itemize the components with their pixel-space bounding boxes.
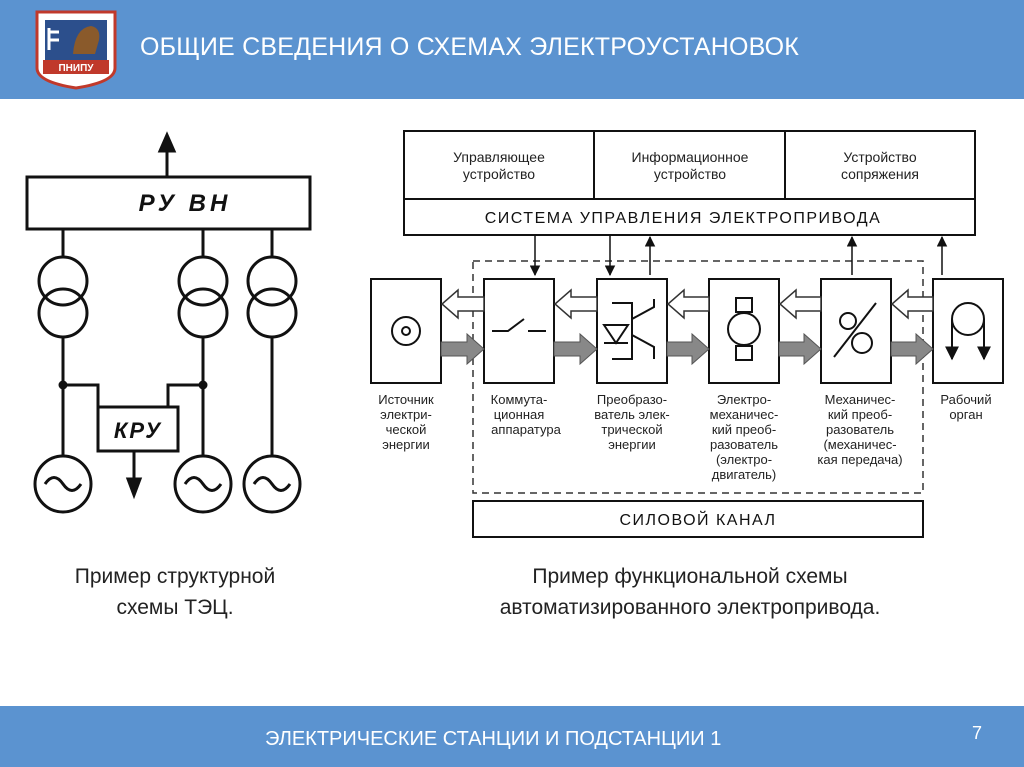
logo-text: ПНИПУ (58, 63, 94, 74)
converter-label-4: энергии (608, 437, 656, 452)
page-title: ОБЩИЕ СВЕДЕНИЯ О СХЕМАХ ЭЛЕКТРОУСТАНОВОК (140, 33, 800, 61)
kru-output-arrow-icon (125, 477, 143, 500)
converter-label-3: трической (601, 422, 662, 437)
footer-title: ЭЛЕКТРИЧЕСКИЕ СТАНЦИИ И ПОДСТАНЦИИ 1 (265, 728, 722, 750)
mechanical-label-5: кая передача) (817, 452, 902, 467)
converter-label-2: ватель элек- (594, 407, 669, 422)
transformer-icon (246, 255, 298, 307)
switch-contact-icon (492, 318, 546, 332)
page-number: 7 (972, 723, 983, 743)
electromech-label-1: Электро- (717, 392, 771, 407)
outgoing-arrow-icon (157, 131, 177, 153)
converter-label-1: Преобразо- (597, 392, 667, 407)
header-bar: ПНИПУ ОБЩИЕ СВЕДЕНИЯ О СХЕМАХ ЭЛЕКТРОУСТ… (0, 0, 1024, 99)
generator-icon (33, 454, 93, 514)
control-system-label: СИСТЕМА УПРАВЛЕНИЯ ЭЛЕКТРОПРИВОДА (485, 210, 882, 227)
bus-label: РУ ВН (139, 190, 232, 217)
right-caption: Пример функциональной схемы автоматизиро… (420, 561, 960, 623)
electromech-label-6: двигатель) (712, 467, 776, 482)
working-label-1: Рабочий (940, 392, 991, 407)
source-label-3: ческой (386, 422, 427, 437)
kru-block (96, 405, 180, 453)
mechanical-label-4: (механичес- (823, 437, 896, 452)
university-logo: ПНИПУ (35, 10, 117, 90)
mechanical-label-1: Механичес- (825, 392, 896, 407)
motor-block (708, 278, 780, 384)
switching-label-2: ционная (494, 407, 545, 422)
gear-icon (851, 332, 873, 354)
mechanical-label-3: разователь (826, 422, 894, 437)
diagrams-svg: РУ ВН (25, 130, 1004, 538)
tec-structural-diagram: РУ ВН (25, 131, 312, 514)
control-device-line2: устройство (463, 166, 535, 182)
source-label-1: Источник (378, 392, 434, 407)
kru-label: КРУ (114, 418, 162, 443)
source-block (370, 278, 442, 384)
interface-device-line1: Устройство (843, 149, 916, 165)
left-caption-line1: Пример структурной (74, 565, 276, 588)
mechanical-label-2: кий преоб- (828, 407, 892, 422)
footer-bar: ЭЛЕКТРИЧЕСКИЕ СТАНЦИИ И ПОДСТАНЦИИ 1 7 (0, 706, 1024, 767)
interface-device-line2: сопряжения (841, 166, 919, 182)
transformer-icon (177, 255, 229, 307)
info-device-line2: устройство (654, 166, 726, 182)
electromech-label-4: разователь (710, 437, 778, 452)
left-caption-line2: схемы ТЭЦ. (116, 596, 234, 619)
source-icon (391, 316, 421, 346)
mechanical-block (820, 278, 892, 384)
transformer-icon (37, 255, 89, 307)
power-channel-label: СИЛОВОЙ КАНАЛ (619, 510, 776, 529)
generator-icon (173, 454, 233, 514)
source-label-4: энергии (382, 437, 430, 452)
right-caption-line2: автоматизированного электропривода. (499, 596, 881, 619)
bus-ru-vn (25, 175, 312, 231)
left-caption: Пример структурной схемы ТЭЦ. (20, 561, 330, 623)
power-channel-boundary (472, 260, 924, 494)
working-label-2: орган (949, 407, 982, 422)
switching-label-3: аппаратура (491, 422, 561, 437)
source-label-2: электри- (380, 407, 432, 422)
power-semiconductor-icon (602, 299, 655, 360)
electromech-label-3: кий преоб- (712, 422, 776, 437)
generator-icon (242, 454, 302, 514)
info-device-line1: Информационное (632, 149, 749, 165)
electromech-label-5: (электро- (716, 452, 772, 467)
electric-drive-functional-diagram: Управляющее устройство Информационное ус… (370, 130, 1004, 538)
electromech-label-2: механичес- (710, 407, 779, 422)
control-device-line1: Управляющее (453, 149, 545, 165)
working-organ-block (932, 278, 1004, 384)
diagram-area: РУ ВН (0, 99, 1024, 706)
switching-label-1: Коммута- (491, 392, 548, 407)
right-caption-line1: Пример функциональной схемы (532, 565, 848, 588)
gear-icon (839, 312, 857, 330)
